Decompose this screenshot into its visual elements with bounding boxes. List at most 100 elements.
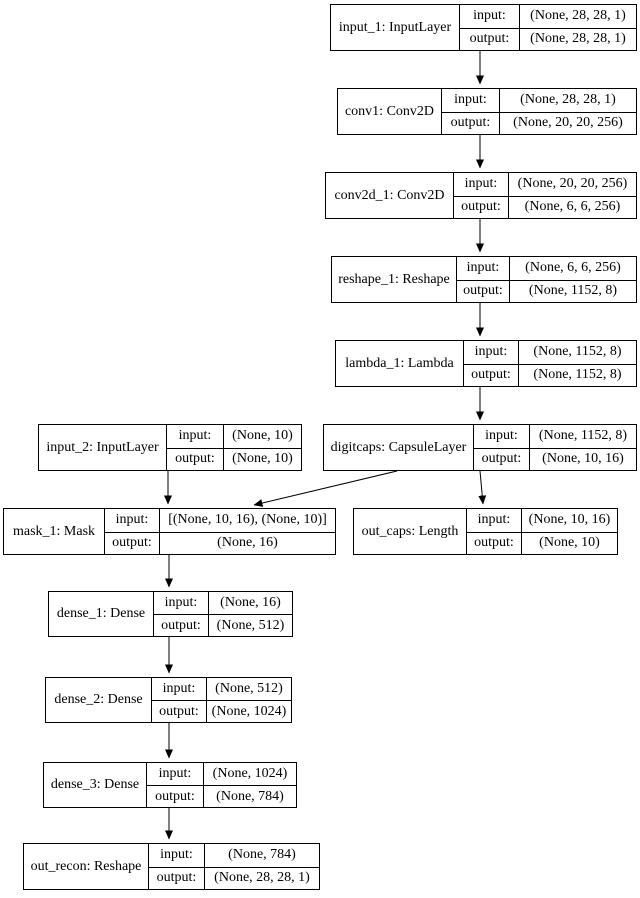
input-shape: [(None, 10, 16), (None, 10)] xyxy=(168,512,327,528)
layer-title: reshape_1: Reshape xyxy=(338,271,450,287)
output-label: output: xyxy=(460,27,519,51)
layer-node-digitcaps: digitcaps: CapsuleLayer input: output: (… xyxy=(323,424,637,471)
io-shape-column: (None, 1024) (None, 784) xyxy=(203,763,296,807)
layer-node-dense_3: dense_3: Dense input: output: (None, 102… xyxy=(43,762,297,808)
io-shape-column: (None, 1152, 8) (None, 1152, 8) xyxy=(518,341,636,386)
layer-title: input_1: InputLayer xyxy=(338,19,452,35)
input-shape: (None, 1152, 8) xyxy=(533,344,622,360)
io-label-column: input: output: xyxy=(473,425,529,470)
layer-title: out_caps: Length xyxy=(361,523,459,539)
input-label: input: xyxy=(158,766,192,781)
layer-title: input_2: InputLayer xyxy=(46,439,159,455)
layer-node-out_recon: out_recon: Reshape input: output: (None,… xyxy=(23,843,320,890)
io-shape-column: (None, 10) (None, 10) xyxy=(223,425,301,470)
input-shape: (None, 16) xyxy=(220,595,281,610)
io-shape-column: (None, 20, 20, 256) (None, 6, 6, 256) xyxy=(508,173,636,218)
input-label: input: xyxy=(477,512,511,528)
io-label-column: input: output: xyxy=(459,5,519,50)
output-label: output: xyxy=(149,866,204,890)
input-label: input: xyxy=(162,681,196,696)
input-label: input: xyxy=(160,847,193,863)
io-shape-column: (None, 784) (None, 28, 28, 1) xyxy=(204,844,319,889)
io-shape-column: (None, 28, 28, 1) (None, 28, 28, 1) xyxy=(519,5,636,50)
layer-title: digitcaps: CapsuleLayer xyxy=(330,439,467,455)
input-shape: (None, 1152, 8) xyxy=(538,428,628,444)
io-label-column: input: output: xyxy=(463,341,518,386)
output-shape: (None, 512) xyxy=(209,614,292,636)
output-shape: (None, 20, 20, 256) xyxy=(500,111,636,135)
output-label: output: xyxy=(442,111,499,135)
layer-node-conv1: conv1: Conv2D input: output: (None, 28, … xyxy=(337,88,637,135)
io-label-column: input: output: xyxy=(151,678,206,722)
io-shape-column: (None, 512) (None, 1024) xyxy=(206,678,291,722)
io-shape-column: [(None, 10, 16), (None, 10)] (None, 16) xyxy=(159,509,335,554)
layer-node-mask_1: mask_1: Mask input: output: [(None, 10, … xyxy=(3,508,336,555)
layer-title: dense_3: Dense xyxy=(50,777,140,792)
output-label: output: xyxy=(454,195,508,219)
io-label-column: input: output: xyxy=(146,763,203,807)
input-label: input: xyxy=(466,260,500,276)
layer-title: conv1: Conv2D xyxy=(344,103,435,119)
input-shape: (None, 10, 16) xyxy=(528,512,611,528)
output-label: output: xyxy=(147,785,203,807)
input-label: input: xyxy=(178,428,212,444)
io-label-column: input: output: xyxy=(104,509,159,554)
output-shape: (None, 16) xyxy=(160,531,335,555)
output-label: output: xyxy=(467,531,521,555)
output-label: output: xyxy=(154,614,208,636)
input-label: input: xyxy=(474,344,508,360)
input-shape: (None, 28, 28, 1) xyxy=(520,92,616,108)
output-shape: (None, 1152, 8) xyxy=(519,363,636,387)
input-shape: (None, 512) xyxy=(215,681,283,696)
input-shape: (None, 28, 28, 1) xyxy=(530,8,626,24)
input-shape: (None, 10) xyxy=(232,428,293,444)
layer-node-input_2: input_2: InputLayer input: output: (None… xyxy=(38,424,302,471)
io-shape-column: (None, 6, 6, 256) (None, 1152, 8) xyxy=(509,257,636,302)
output-shape: (None, 6, 6, 256) xyxy=(509,195,636,219)
input-label: input: xyxy=(485,428,518,444)
edge-digitcaps-mask_1 xyxy=(253,470,398,507)
output-shape: (None, 10) xyxy=(224,447,301,471)
output-label: output: xyxy=(464,363,518,387)
io-label-column: input: output: xyxy=(441,89,499,134)
input-label: input: xyxy=(115,512,149,528)
io-label-column: input: output: xyxy=(153,592,208,636)
input-label: input: xyxy=(454,92,487,108)
output-shape: (None, 10) xyxy=(522,531,617,555)
layer-node-dense_2: dense_2: Dense input: output: (None, 512… xyxy=(45,677,292,723)
output-shape: (None, 28, 28, 1) xyxy=(520,27,636,51)
layer-title: conv2d_1: Conv2D xyxy=(334,187,445,203)
output-shape: (None, 10, 16) xyxy=(530,447,636,471)
layer-node-reshape_1: reshape_1: Reshape input: output: (None,… xyxy=(331,256,637,303)
output-shape: (None, 28, 28, 1) xyxy=(205,866,319,890)
io-label-column: input: output: xyxy=(456,257,509,302)
layer-node-dense_1: dense_1: Dense input: output: (None, 16)… xyxy=(48,591,293,637)
input-shape: (None, 1024) xyxy=(212,766,288,781)
output-label: output: xyxy=(457,279,509,303)
io-label-column: input: output: xyxy=(453,173,508,218)
layer-title: lambda_1: Lambda xyxy=(345,355,454,371)
io-label-column: input: output: xyxy=(148,844,204,889)
output-label: output: xyxy=(105,531,159,555)
input-label: input: xyxy=(164,595,198,610)
input-label: input: xyxy=(464,176,498,192)
io-shape-column: (None, 16) (None, 512) xyxy=(208,592,292,636)
layer-node-conv2d_1: conv2d_1: Conv2D input: output: (None, 2… xyxy=(325,172,637,219)
input-label: input: xyxy=(473,8,506,24)
layer-node-out_caps: out_caps: Length input: output: (None, 1… xyxy=(353,508,618,555)
output-label: output: xyxy=(474,447,529,471)
layer-title: dense_2: Dense xyxy=(54,692,143,707)
input-shape: (None, 20, 20, 256) xyxy=(517,176,628,192)
output-label: output: xyxy=(167,447,223,471)
output-shape: (None, 1152, 8) xyxy=(510,279,636,303)
io-shape-column: (None, 28, 28, 1) (None, 20, 20, 256) xyxy=(499,89,636,134)
output-shape: (None, 784) xyxy=(204,785,296,807)
io-shape-column: (None, 1152, 8) (None, 10, 16) xyxy=(529,425,636,470)
layer-title: dense_1: Dense xyxy=(56,606,146,621)
io-shape-column: (None, 10, 16) (None, 10) xyxy=(521,509,617,554)
output-shape: (None, 1024) xyxy=(207,700,291,722)
output-label: output: xyxy=(152,700,206,722)
layer-node-input_1: input_1: InputLayer input: output: (None… xyxy=(330,4,637,51)
layer-node-lambda_1: lambda_1: Lambda input: output: (None, 1… xyxy=(335,340,637,387)
